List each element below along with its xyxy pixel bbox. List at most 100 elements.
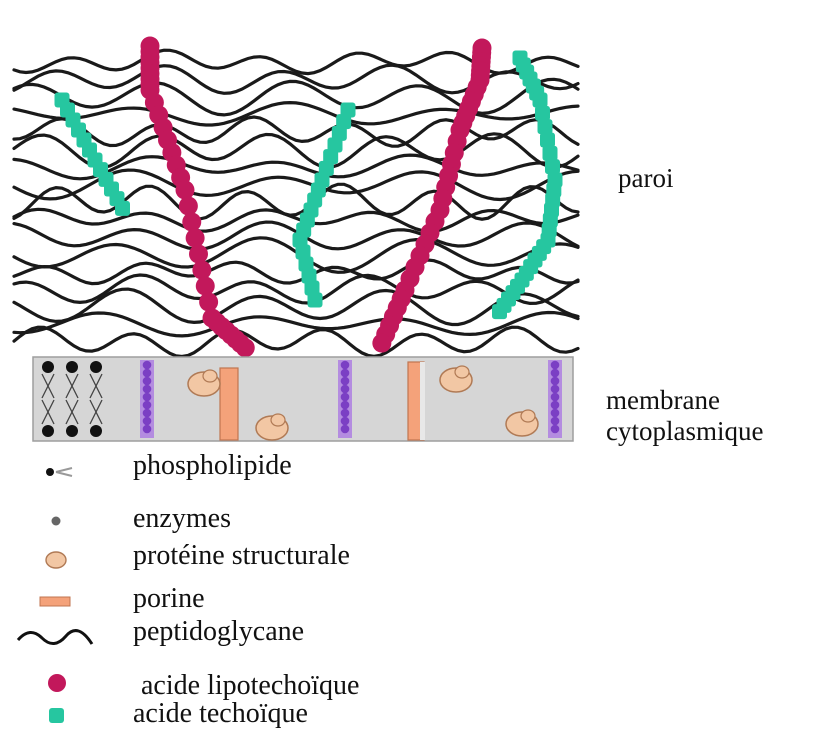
membrane-label-line2: cytoplasmique [606,416,764,447]
enzyme-bead [340,416,350,426]
peptidoglycan-strand [12,287,580,327]
teichoic-bead [327,137,343,153]
teichoic-bead [336,114,352,130]
peptidoglycan-strand [12,100,580,127]
teichoic-chains [54,36,563,358]
enzyme-bead [340,424,350,434]
lipoteichoic-bead [182,212,202,232]
teichoic-bead [545,159,560,175]
enzyme-bead [340,384,350,394]
peptidoglycan-strand [12,77,580,117]
enzyme-bead [142,416,152,426]
structural-protein-lobe [520,409,536,423]
structural-protein-lobe [270,413,286,427]
membrane-band [32,356,574,442]
enzyme-bead [142,376,152,386]
enzyme-bead [142,368,152,378]
phospholipid-icon-tail [55,467,73,477]
enzyme-bead [340,392,350,402]
enzyme-bead [550,384,560,394]
peptidoglycan-strand [12,115,580,148]
phospholipid-head [90,425,102,437]
enzyme-bead [340,376,350,386]
paroi-label: paroi [618,163,674,193]
peptidoglycan-strand [12,220,580,251]
phospholipid-head [42,425,54,437]
legend-enzymes: enzymes [133,503,231,534]
phospholipid-head [66,361,78,373]
teichoic-bead [318,160,334,176]
enzyme-bead [142,424,152,434]
legend-lipotechoique: acide lipotechoïque [141,670,360,701]
lipoteichoic-bead [199,292,219,312]
peptidoglycan-strand [12,310,580,338]
enzyme-bead [550,392,560,402]
enzyme-bead [142,408,152,418]
enzyme-bead [550,400,560,410]
legend-peptidoglycane: peptidoglycane [133,616,305,647]
enzyme-bead [142,360,152,370]
peptidoglycan-strand [12,258,580,286]
enzyme-bead [550,408,560,418]
lipoteichoic-bead [235,338,255,358]
porin-channel [420,362,425,440]
lipoteichoic-bead [175,180,195,200]
porin [219,367,239,441]
lipoteichoic-bead [195,276,215,296]
wavy-line-icon [16,629,94,645]
enzyme-bead [340,360,350,370]
teichoic-bead [492,304,507,320]
teichoic-bead [298,256,314,272]
lipoteichoic-bead [185,228,205,248]
phospholipid-tail [95,373,103,399]
enzyme-bead [340,368,350,378]
enzyme-bead [142,400,152,410]
teichoic-bead [540,132,555,148]
enzyme-bead [340,400,350,410]
legend-proteine: protéine structurale [133,540,350,571]
phospholipid-head [42,361,54,373]
teichoic-bead [323,149,339,165]
cytoplasmic-membrane [32,356,574,442]
structural-protein-icon [45,551,67,569]
teichoic-bead [307,292,323,308]
teichoic-bead [115,200,130,216]
phospholipid-head [90,361,102,373]
legend-porine: porine [133,583,205,614]
peptidoglycan-strand [12,207,580,233]
phospholipid-tail [95,399,103,425]
enzyme-dot-icon [51,516,61,526]
teichoic-bead [304,280,320,296]
phospholipid-tail [71,373,79,399]
enzyme-bead [550,368,560,378]
legend-icons [16,467,94,723]
peptidoglycan-strand [12,325,580,359]
phospholipid-tail [47,399,55,425]
lipoteichoic-bead [189,244,208,264]
membrane-label-line1: membrane [606,385,720,415]
magenta-dot-icon [48,674,66,692]
structural-protein-lobe [454,365,470,379]
enzyme-bead [550,376,560,386]
enzyme-bead [142,384,152,394]
enzyme-bead [550,416,560,426]
phospholipid-icon [46,468,54,476]
phospholipid-head [66,425,78,437]
phospholipid-tail [71,399,79,425]
legend-phospholipide: phospholipide [133,450,292,481]
phospholipid-tail [47,373,55,399]
porin-icon [39,596,71,607]
teichoic-bead [331,125,347,141]
legend-techoique: acide techoïque [133,698,308,729]
peptidoglycan-strand [12,63,580,95]
enzyme-bead [550,424,560,434]
teichoic-bead [535,105,550,121]
structural-protein-lobe [202,369,218,383]
enzyme-bead [340,408,350,418]
enzyme-bead [142,392,152,402]
lipoteichoic-bead [372,333,392,353]
teichoic-bead [532,92,548,108]
teichoic-bead [295,244,311,260]
membrane-label: membrane cytoplasmique [606,385,763,447]
peptidoglycan-strand [12,48,580,76]
